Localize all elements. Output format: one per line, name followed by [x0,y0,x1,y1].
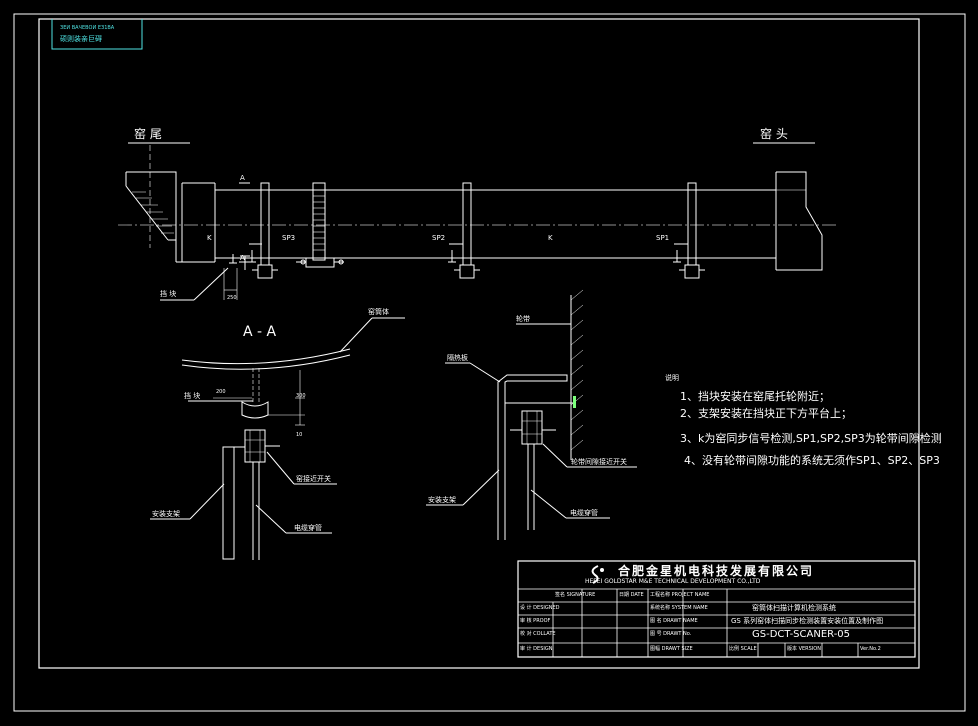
inner-frame [38,18,920,669]
stamp-line1: ЗЕИ ВАЧЕВОИ ЕЗ1ВА [60,25,115,31]
sp2-label: SP2 [432,234,446,242]
tb-date: 日期 DATE [619,592,644,598]
tb-drawing-size: 图幅 DRAWT SIZE [650,646,693,652]
tb-proof: 审 核 PROOF [520,618,551,624]
notes-title: 说明 [665,374,679,382]
dim-300: 300 [296,393,306,399]
aa-conduit-label: 电缆穿管 [294,524,322,532]
tb-version-value: Ver.No.2 [860,646,881,652]
section-marker-bottom: A [240,254,245,262]
tb-signature: 签名 SIGNATURE [555,592,596,598]
tb-system-value: 窑筒体扫描计算机检测系统 [752,604,836,612]
section-marker-top: A [240,174,245,182]
section-aa-view [150,317,405,560]
note-4: 4、没有轮带间隙功能的系统无须作SP1、SP2、SP3 [684,454,940,467]
kiln-tail-label: 窑 尾 [134,127,162,141]
tb-version: 版本 VERSION [787,646,821,652]
title-block-grid [517,560,916,658]
tb-designed: 设 计 DESIGNED [520,605,560,611]
detail-conduit-label: 电缆穿管 [570,509,598,517]
outer-frame [13,13,966,712]
block-label: 挡 块 [160,290,177,298]
kiln-elevation [118,142,838,301]
tb-collate: 校 对 COLLATE [520,631,556,637]
tb-drawing-name: 图 名 DRAWT NAME [650,618,698,624]
note-1: 1、挡块安装在窑尾托轮附近； [680,390,830,403]
tire-gap-detail [426,289,637,540]
detail-bracket-label: 安装支架 [428,496,456,504]
note-2: 2、支架安装在挡块正下方平台上； [680,407,852,420]
tb-drawing-no: 图 号 DRAWT No. [650,631,692,637]
tire-label: 轮带 [516,315,530,323]
k-marker-left: K [207,234,212,242]
company-name-cn: 合肥金星机电科技发展有限公司 [618,564,815,578]
company-name-en: HEFEI GOLDSTAR M&E TECHNICAL DEVELOPMENT… [585,578,761,585]
company-logo [591,565,604,584]
tire-gap-switch-label: 轮带间隙接近开关 [571,458,627,466]
tb-system-name: 系统名称 SYSTEM NAME [650,605,708,611]
tb-drawing-name-value: GS 系列窑体扫描同步检测装置安装位置及制作图 [731,617,884,625]
dim-10: 10 [296,432,303,438]
stamp-box [51,19,143,50]
tb-project-name: 工程名称 PROJECT NAME [650,592,710,598]
kiln-head-label: 窑 头 [760,127,788,141]
sp3-label: SP3 [282,234,296,242]
aa-switch-label: 窑接近开关 [296,475,331,483]
tb-design: 审 计 DESIGN [520,646,553,652]
aa-block-label: 挡 块 [184,392,201,400]
tb-drawing-no-value: GS-DCT-SCANER-05 [752,629,851,640]
k-marker-mid: K [548,234,553,242]
kiln-body-label: 窑筒体 [368,308,389,316]
note-3: 3、k为窑同步信号检测,SP1,SP2,SP3为轮带间隙检测 [680,432,942,445]
aa-bracket-label: 安装支架 [152,510,180,518]
dim-200: 200 [216,389,226,395]
dim-250: 250 [227,295,237,301]
section-aa-title: A - A [243,324,277,340]
stamp-line2: 硕则装亲巨碍 [60,35,102,43]
tb-scale: 比例 SCALE [729,646,757,652]
heat-shield-label: 隔热板 [447,354,468,362]
sp1-label: SP1 [656,234,670,242]
